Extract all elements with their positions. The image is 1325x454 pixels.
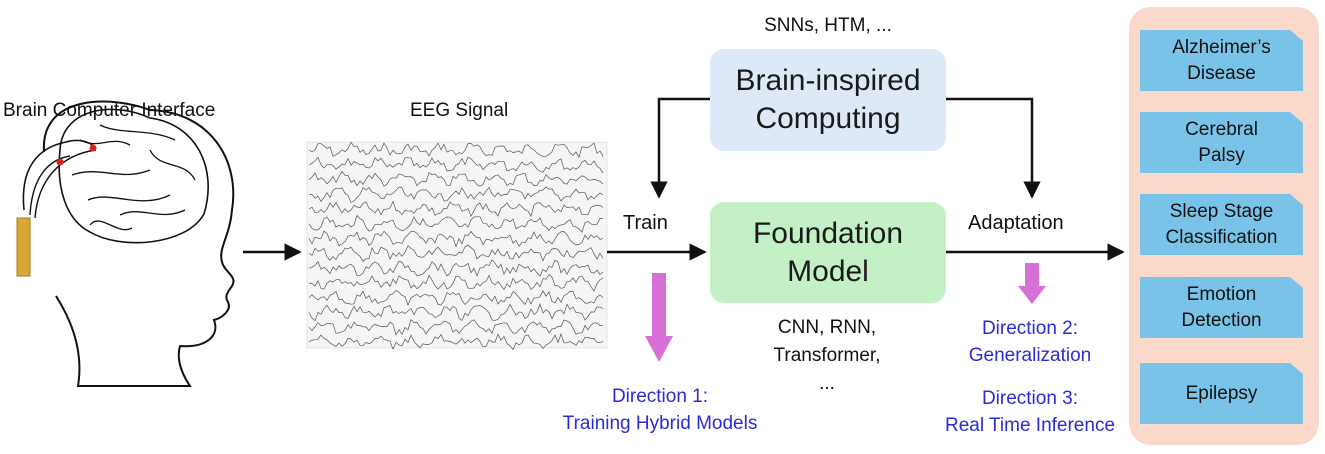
bci-electrode-pad: [16, 217, 31, 277]
direction-3-text: Direction 3: Real Time Inference: [944, 388, 1116, 436]
disease-alzheimers: Alzheimer’s Disease: [1140, 30, 1303, 91]
foundation-examples: CNN, RNN, Transformer, ...: [773, 317, 881, 394]
adaptation-label: Adaptation: [968, 212, 1064, 234]
direction-1-text: Direction 1: Training Hybrid Models: [562, 386, 758, 434]
train-label: Train: [623, 212, 668, 234]
direction-1-arrow: [645, 273, 673, 362]
electrode-dot: [56, 158, 64, 166]
brain-inspired-examples: SNNs, HTM, ...: [764, 15, 892, 36]
brain-inspired-label: Brain-inspired Computing: [735, 64, 921, 135]
brain-inspired-computing-box: Brain-inspired Computing: [710, 49, 946, 151]
disease-cerebral-palsy: Cerebral Palsy: [1140, 112, 1303, 173]
arrow-brain-to-adaptation: [946, 97, 1041, 199]
eeg-title: EEG Signal: [410, 100, 509, 121]
foundation-label: Foundation Model: [752, 216, 904, 288]
arrow-brain-to-train: [650, 97, 710, 199]
head-illustration: [22, 100, 235, 387]
disease-epilepsy: Epilepsy: [1140, 363, 1303, 424]
disease-emotion-detection: Emotion Detection: [1140, 277, 1303, 338]
disease-sleep-stage: Sleep Stage Classification: [1140, 194, 1303, 255]
foundation-model-box: Foundation Model: [710, 202, 946, 303]
direction-2-text: Direction 2: Generalization: [968, 318, 1092, 366]
eeg-signal-image: [306, 141, 608, 351]
direction-2-arrow: [1018, 263, 1046, 304]
bci-title: Brain Computer Interface: [3, 100, 216, 121]
electrode-dot: [89, 144, 97, 152]
